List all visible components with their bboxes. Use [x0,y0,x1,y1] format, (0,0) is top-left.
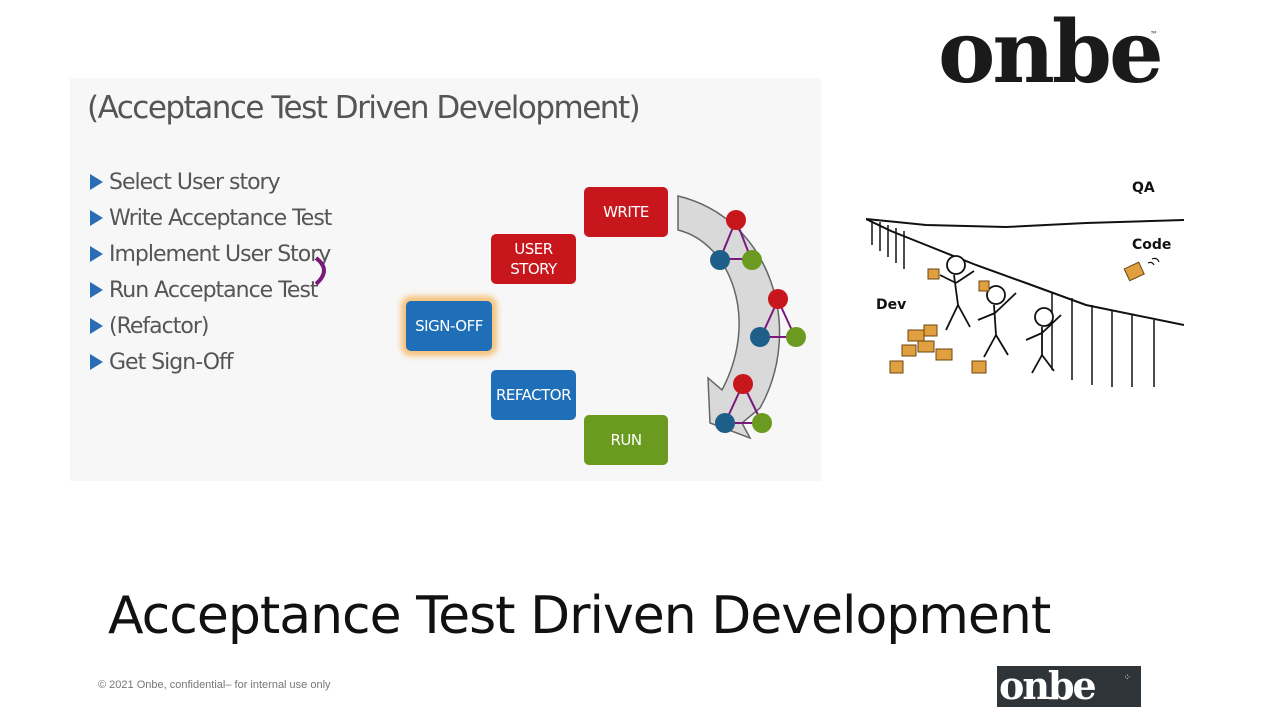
bullet-triangle-icon [90,282,103,298]
step-item: Implement User Story [90,236,331,272]
user-story-label-line1: USER [514,240,553,258]
footer-logo-text: onbe [999,666,1097,707]
write-label: WRITE [603,203,649,221]
step-label: (Refactor) [109,313,209,339]
tdd-cycle-icon [715,374,772,433]
step-item: (Refactor) [90,308,331,344]
refactor-box: REFACTOR [491,370,576,420]
step-item: Run Acceptance Test [90,272,331,308]
logo-dots-icon: ⁘ [1123,673,1131,683]
curved-mark-icon [314,256,326,286]
user-story-label-line2: STORY [510,260,557,278]
sign-off-box: SIGN-OFF [406,301,492,351]
wall-cartoon-graphic [865,218,1185,387]
user-story-box: USER STORY [491,234,576,284]
curved-arrow-icon [677,195,781,440]
atdd-steps-list: Select User story Write Acceptance Test … [90,164,332,380]
qa-label: QA [1132,180,1155,196]
tdd-cycle-icon [710,210,762,270]
atdd-diagram-panel: (Acceptance Test Driven Development) Sel… [70,78,821,481]
cycle-arrow-graphic [314,195,806,440]
bullet-triangle-icon [90,210,103,226]
footer-copyright: © 2021 Onbe, confidential– for internal … [98,679,331,691]
step-label: Get Sign-Off [109,349,234,375]
write-box: WRITE [584,187,668,237]
dev-label: Dev [876,297,907,313]
step-label: Implement User Story [109,241,331,267]
run-box: RUN [584,415,668,465]
step-label: Select User story [109,169,281,195]
step-label: Run Acceptance Test [109,277,319,303]
step-item: Write Acceptance Test [90,200,332,236]
code-label: Code [1132,237,1172,253]
onbe-footer-logo: onbe ⁘ [997,666,1141,707]
bullet-triangle-icon [90,174,103,190]
sign-off-label: SIGN-OFF [415,317,483,335]
tdd-cycle-icon [750,289,806,347]
step-item: Get Sign-Off [90,344,331,380]
logo-text: onbe [938,2,1164,103]
bullet-triangle-icon [90,318,103,334]
bullet-triangle-icon [90,354,103,370]
step-label: Write Acceptance Test [109,205,332,231]
trademark-symbol: ™ [1150,30,1158,39]
dev-qa-wall-illustration: QA Code Dev [865,165,1185,388]
slide-title: Acceptance Test Driven Development [108,586,1051,646]
refactor-label: REFACTOR [495,386,572,404]
panel-title: (Acceptance Test Driven Development) [87,90,641,126]
bullet-triangle-icon [90,246,103,262]
step-item: Select User story [90,164,331,200]
onbe-logo: onbe ™ [938,8,1168,98]
run-label: RUN [610,431,642,449]
